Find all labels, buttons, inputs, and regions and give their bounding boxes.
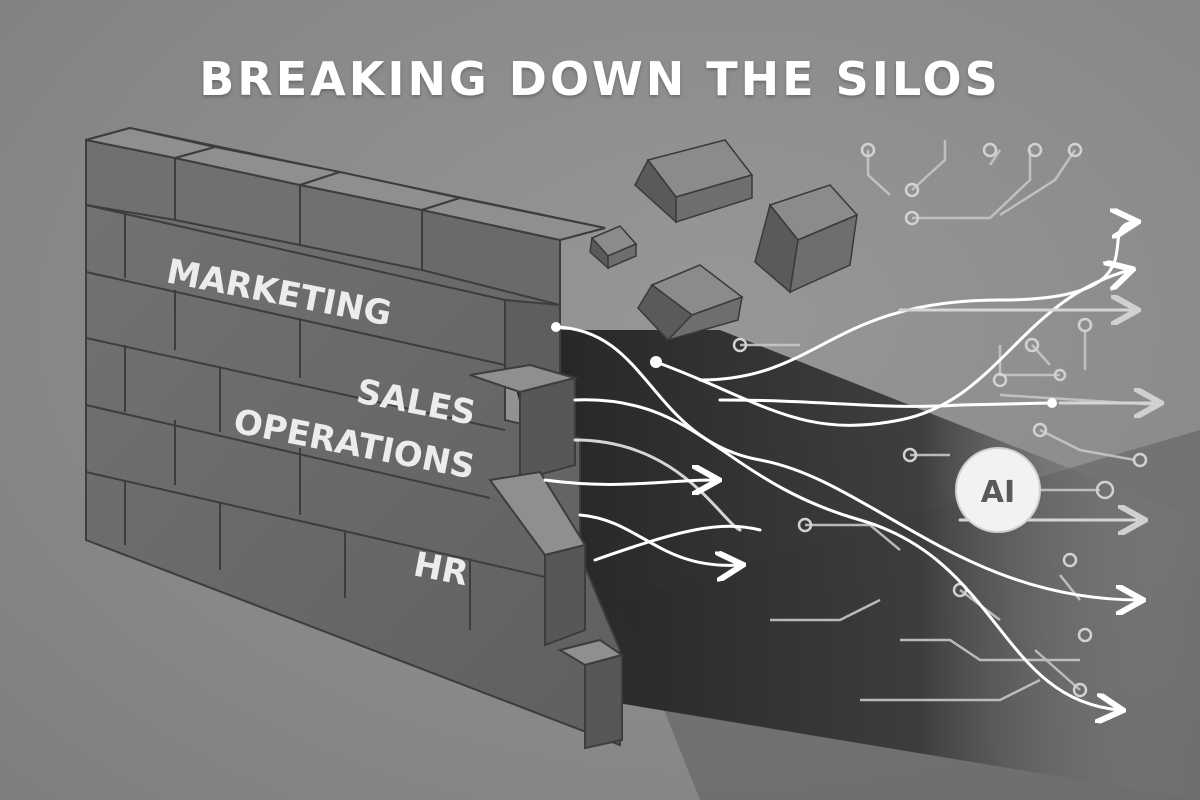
brick-wall [85, 126, 625, 750]
flying-brick [754, 184, 859, 294]
flow-line [554, 325, 1140, 600]
flow-line [543, 480, 716, 484]
flow-line [573, 398, 1120, 710]
flow-start-dots [551, 322, 1057, 408]
circuit-node-icon [732, 142, 1148, 698]
ground-shadow [500, 330, 1200, 800]
page-title: BREAKING DOWN THE SILOS [199, 52, 1001, 106]
flying-brick [634, 139, 754, 224]
flow-line [593, 524, 762, 562]
flow-line [698, 222, 1135, 382]
ai-badge: AI [955, 447, 1041, 533]
flow-lines [543, 222, 1140, 710]
circuit-traces [740, 140, 1161, 702]
flying-bricks [589, 139, 859, 342]
flow-line [578, 513, 740, 565]
flow-line [718, 398, 1052, 408]
flow-line [654, 270, 1130, 427]
flying-brick [589, 225, 638, 270]
flying-brick [637, 264, 744, 342]
ai-badge-text: AI [981, 475, 1015, 510]
